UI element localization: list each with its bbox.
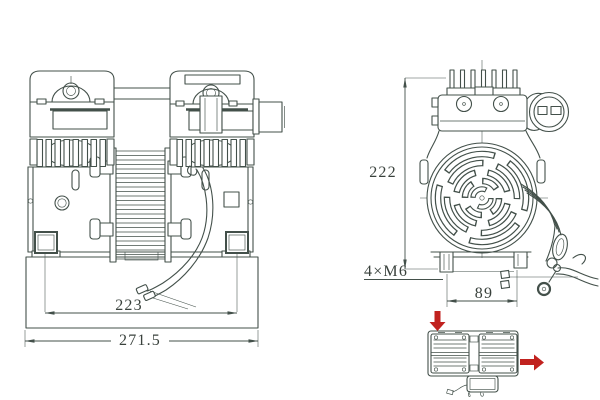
outlet-arrow-icon (520, 354, 544, 371)
right-cylinder-fins (169, 138, 255, 168)
top-view-capacitor (446, 375, 499, 397)
crossover-tube (113, 87, 171, 100)
dimension-overall-height-side: 222 (369, 77, 446, 270)
spade-terminal (500, 279, 511, 290)
side-fitting (258, 101, 283, 133)
front-view: 223 271.5 (24, 70, 285, 349)
dim-label-223: 223 (115, 297, 143, 314)
intake-pipe (199, 95, 223, 134)
crankcase (27, 166, 254, 253)
dimension-feet-span-front: 223 (44, 253, 238, 315)
inlet-arrow-icon (429, 311, 446, 331)
left-cylinder-head (29, 70, 115, 138)
left-cylinder-fins (29, 138, 115, 168)
top-view-body (427, 330, 519, 377)
right-cylinder-head (169, 70, 285, 138)
ring-terminal (536, 281, 552, 297)
side-head-block (431, 86, 528, 132)
dim-label-271-5: 271.5 (119, 332, 161, 349)
dim-label-222: 222 (369, 164, 397, 181)
spade-terminal (500, 269, 511, 280)
top-view-thumbnail (427, 311, 544, 397)
motor-stack (109, 147, 172, 263)
dim-label-89: 89 (475, 285, 493, 302)
dimension-feet-span-side: 89 (446, 270, 518, 307)
fan-grille (434, 150, 530, 246)
dim-label-4xM6: 4×M6 (364, 263, 408, 280)
fan-shroud (419, 130, 546, 185)
power-wires-side (500, 183, 599, 297)
side-view: 222 4×M6 89 (364, 60, 599, 307)
capacitor (526, 91, 570, 133)
front-feet (31, 231, 251, 258)
dimension-overall-width-front: 271.5 (24, 330, 259, 349)
fan-cover (426, 142, 538, 254)
callout-mounting-holes: 4×M6 (364, 263, 443, 280)
side-feet (430, 251, 532, 273)
top-view-screws (433, 335, 515, 372)
fitting-bar (221, 110, 254, 131)
power-wires-front (135, 165, 214, 310)
fitting-flange (252, 98, 260, 135)
